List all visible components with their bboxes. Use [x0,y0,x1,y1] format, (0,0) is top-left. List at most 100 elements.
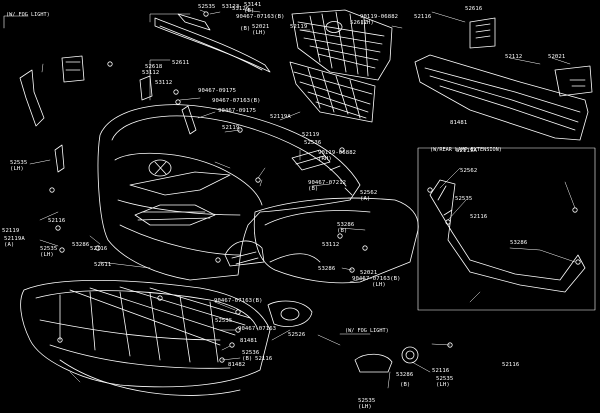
callout-l20: 52119A [270,114,291,120]
callout-l46: 90467-07163 [238,326,276,332]
callout-line: (LH) [10,166,24,173]
callout-line: 81481 [240,338,258,344]
callout-l62: 53286 [510,240,527,246]
callout-l10: 52618 [145,64,162,70]
callout-l47: 81481 [240,338,257,344]
callout-l49: 52116 [255,356,272,362]
callout-line: 90467-07212 [308,180,347,186]
callout-line: 52535 [358,398,376,404]
callout-line: (B) [242,356,253,363]
callout-line: 52535 [198,4,216,10]
callout-l45: 52535 [215,318,232,324]
callout-line: 52119 [2,228,20,234]
callout-line: 52112 [505,54,523,60]
callout-line: 90467-07163(B) [214,298,263,304]
callout-l36: (LH) [372,282,386,288]
callout-l27: 90119-06882(RH) [318,150,356,162]
lower-spoiler [20,279,271,396]
callout-line: 52611 [94,262,112,268]
callout-line: 52119 [302,132,320,138]
callout-line: 90119-06882 [318,150,357,156]
callout-line: 52116 [432,368,450,374]
callout-line: 52611 [172,60,190,66]
callout-line: 52116 [414,14,432,20]
callout-l08: 90467-07163(B) [236,14,285,20]
callout-l19: 52021 [548,54,565,60]
callout-line: 52021 [252,24,270,30]
callout-l23: 90467-09175 [218,108,256,114]
callout-l09: 52617 [350,20,367,26]
callout-l28: 52535(LH) [10,160,27,172]
callout-l57: 52116 [502,362,519,368]
callout-l43: 52611 [94,262,111,268]
callout-line: (A) [4,242,15,249]
callout-line: 52526 [288,332,306,338]
callout-l11: 52611 [172,60,189,66]
callout-l13: (B) [240,26,250,32]
callout-line: 53286 [318,266,336,272]
callout-l48: 52536(B) [242,350,259,362]
callout-l60: 52535 [455,196,472,202]
callout-line: 52116 [90,246,108,252]
callout-line: 52536 [242,350,260,356]
callout-line: 53286 [396,372,414,378]
fasteners [19,11,581,363]
callout-line: (A) [360,196,371,203]
callout-line: 52535 [10,160,28,166]
callout-line: 52617 [350,20,368,26]
callout-l41: 52535(LH) [40,246,57,258]
callout-line: 52021 [548,54,566,60]
leader-lines [29,9,576,389]
callout-l07: 53126 [232,6,249,12]
callout-line: (LH) [358,404,372,411]
callout-l34: 52021 [360,270,377,276]
callout-line: (B) [337,228,348,235]
callout-line: (B) [400,382,411,388]
callout-l44: 90467-07163(B) [214,298,263,304]
callout-line: 90467-07163 [238,326,277,332]
callout-l50: 81482 [228,362,245,368]
callout-l35: 90467-07163(B) [352,276,401,282]
callout-l24: 52119 [302,132,319,138]
callout-l26: 52536 [304,140,321,146]
callout-line: 52116 [48,218,66,224]
callout-line: 90467-09175 [198,88,237,94]
callout-line: (LH) [252,30,266,37]
callout-line: (B) [240,26,251,32]
callout-line: 52116 [255,356,273,362]
callout-line: 52535 [455,196,473,202]
callout-line: 52119A [4,236,25,242]
section-label-fog-light: (W/ FOG LIGHT) [6,12,50,18]
callout-line: 90467-07163(B) [236,14,285,20]
radiator-grille [291,9,393,81]
callout-l56: 52535(LH) [436,376,453,388]
fog-lamp-bezel [267,300,419,373]
callout-line: 52535 [40,246,58,252]
rear-lamp-extension [429,179,586,293]
callout-l06: 52616 [465,6,482,12]
front-bumper-cover [97,104,361,281]
bumper-reinforcement [414,17,593,141]
callout-line: 90467-07163(B) [212,98,261,104]
callout-line: (LH) [360,20,374,27]
section-label-fog-light-lower: (W/ FOG LIGHT) [345,328,389,334]
callout-l37: 52116 [48,218,65,224]
callout-l02: 53123 [222,4,239,10]
callout-l01: 52535 [198,4,215,10]
front-fender [224,197,419,284]
callout-l03: 53141(B) [244,2,261,14]
callout-line: (RH) [318,156,332,163]
callout-l59: 52562 [460,168,477,174]
callout-l16: 52021(LH) [252,24,269,36]
callout-line: 53286 [510,240,528,246]
lower-grille [289,61,376,123]
callout-line: (LH) [40,252,54,259]
callout-line: 52021 [360,270,378,276]
callout-line: 90467-07163(B) [352,276,401,282]
callout-line: 52116 [502,362,520,368]
callout-l39: 52119 [2,228,19,234]
callout-line: 52535 [215,318,233,324]
callout-line: 53123 [222,4,240,10]
callout-l31: 53286(B) [337,222,354,234]
